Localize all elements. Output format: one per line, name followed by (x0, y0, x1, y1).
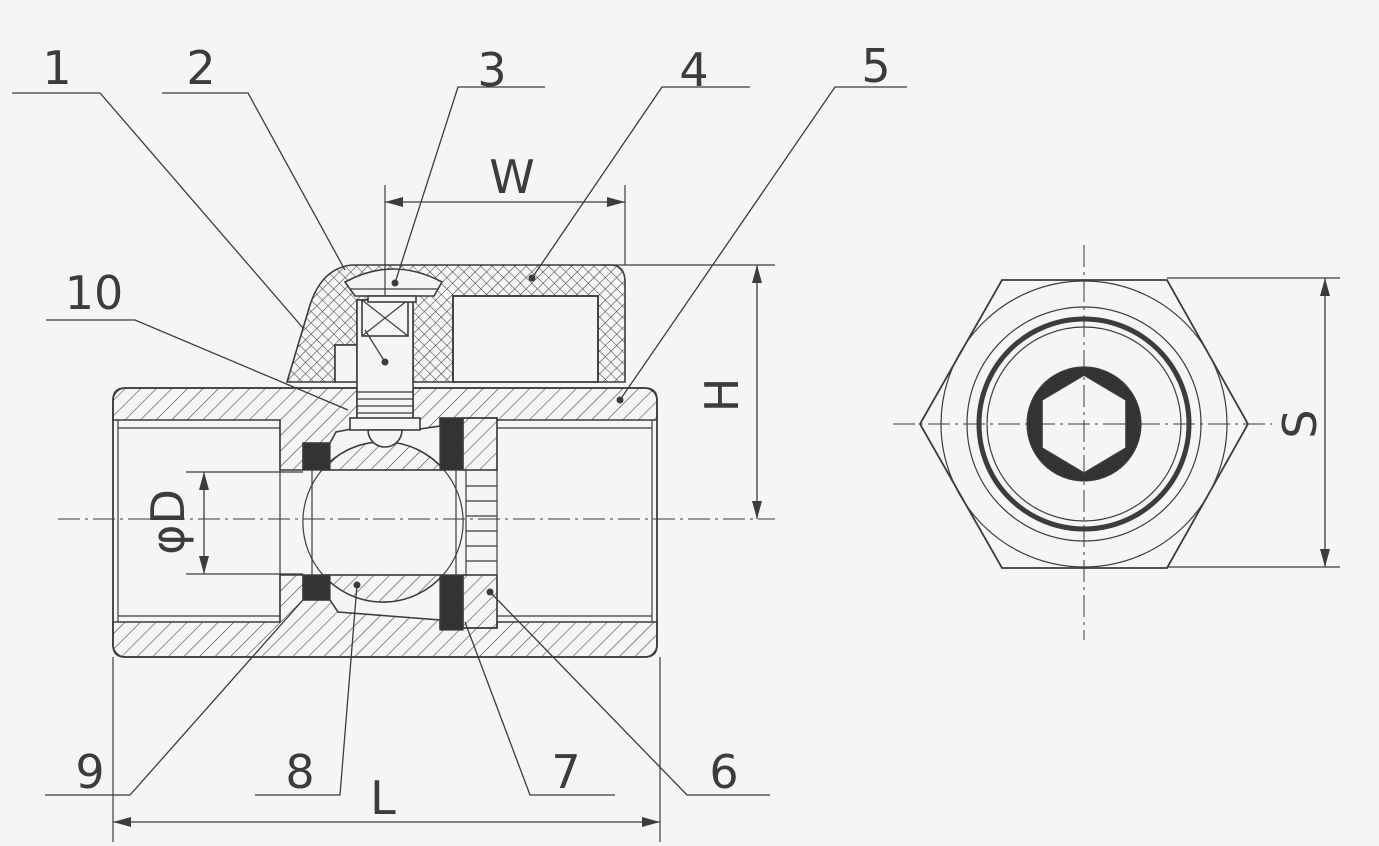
section-view: 1 2 3 4 5 6 7 8 9 10 W H φD (12, 39, 907, 842)
body-top-left-wall (112, 387, 358, 471)
leader-8 (255, 584, 358, 796)
leader-7 (464, 621, 615, 796)
end-insert (462, 417, 498, 629)
seat-left-top (302, 442, 331, 471)
leader-5 (619, 86, 907, 401)
leader-4 (531, 86, 750, 279)
callout-5: 5 (861, 39, 890, 93)
dimension-s: S (1167, 277, 1340, 568)
callout-9: 9 (75, 745, 104, 799)
leader-2 (162, 92, 346, 271)
nut (343, 268, 444, 303)
handle-window (452, 295, 599, 383)
stem (349, 299, 421, 448)
callout-2: 2 (186, 41, 215, 95)
ball (302, 441, 464, 603)
gland (334, 344, 358, 383)
callout-4: 4 (679, 43, 708, 97)
body-bottom-wall (112, 574, 658, 658)
dimension-l: L (112, 657, 661, 842)
callout-7: 7 (551, 745, 580, 799)
callout-10: 10 (65, 266, 124, 320)
right-bore (496, 420, 653, 622)
callout-1: 1 (42, 41, 71, 95)
left-bore (117, 420, 281, 622)
dimension-l-label: L (370, 771, 396, 825)
dimension-w-label: W (489, 150, 534, 204)
dimension-d-label: φD (141, 489, 195, 555)
leader-3 (394, 86, 545, 284)
end-view: S (893, 245, 1340, 640)
callout-6: 6 (709, 745, 738, 799)
leader-6 (489, 591, 770, 796)
dimension-h-label: H (695, 378, 749, 413)
seat-right-top (439, 417, 464, 471)
callout-3: 3 (477, 43, 506, 97)
callout-8: 8 (285, 745, 314, 799)
leader-10 (46, 319, 349, 411)
dimension-d: φD (141, 471, 303, 575)
dimension-w: W (384, 150, 626, 295)
leader-1 (12, 92, 304, 329)
dimension-s-label: S (1273, 409, 1327, 438)
leader-9 (45, 591, 311, 796)
seat-left-bottom (302, 574, 331, 601)
dimension-h: H (600, 264, 775, 519)
seat-right-bottom (439, 574, 464, 631)
